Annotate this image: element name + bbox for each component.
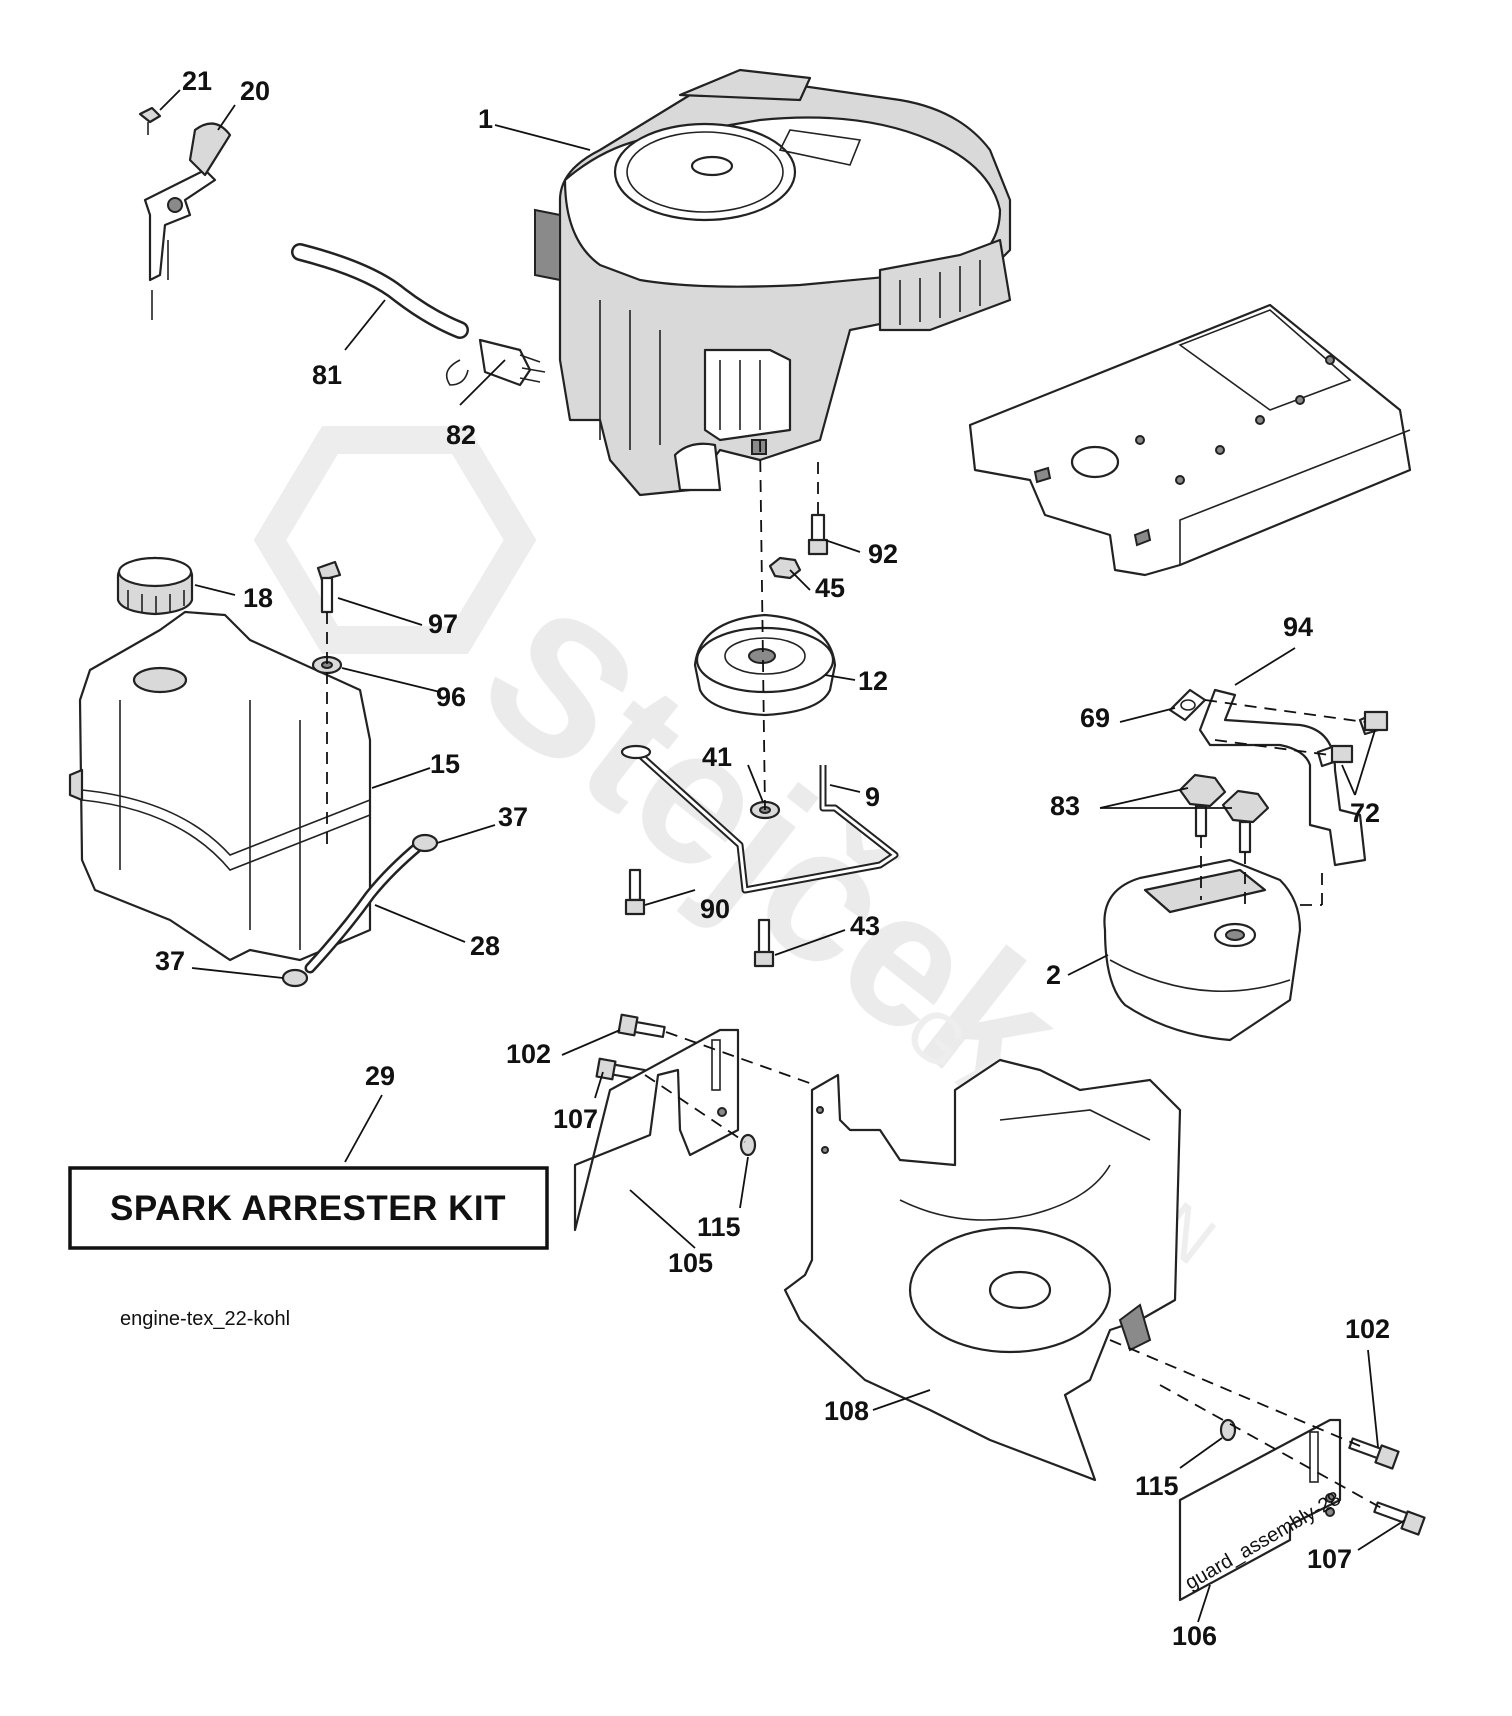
callout-28: 28	[470, 931, 500, 961]
fuel-cap-18[interactable]	[116, 556, 194, 616]
callout-102-left: 102	[506, 1039, 551, 1069]
callout-94: 94	[1283, 612, 1313, 642]
washer-115-right[interactable]	[1219, 1418, 1237, 1442]
callout-41: 41	[702, 742, 732, 772]
callout-106: 106	[1172, 1621, 1217, 1651]
callout-105: 105	[668, 1248, 713, 1278]
callout-97: 97	[428, 609, 458, 639]
callout-21: 21	[182, 66, 212, 96]
callout-12: 12	[858, 666, 888, 696]
callout-96: 96	[436, 682, 466, 712]
callout-107-left: 107	[553, 1104, 598, 1134]
gasket-69[interactable]	[1168, 688, 1207, 722]
spark-arrester-kit-label: SPARK ARRESTER KIT	[110, 1189, 506, 1228]
throttle-control-bracket[interactable]	[143, 122, 232, 320]
callout-9: 9	[865, 782, 880, 812]
screw-21[interactable]	[138, 106, 162, 135]
shield-105[interactable]	[573, 1028, 740, 1232]
callout-69: 69	[1080, 703, 1110, 733]
callout-37-top: 37	[498, 802, 528, 832]
callout-90: 90	[700, 894, 730, 924]
bolt-107-right[interactable]	[1373, 1501, 1426, 1536]
heat-shield-108[interactable]	[783, 1058, 1182, 1482]
bolt-92[interactable]	[807, 513, 829, 556]
fuel-fitting-82[interactable]	[445, 338, 546, 387]
bolt-43[interactable]	[753, 918, 775, 968]
fuel-hose-81[interactable]	[291, 243, 469, 339]
engine[interactable]	[534, 68, 1012, 497]
callout-15: 15	[430, 749, 460, 779]
callout-82: 82	[446, 420, 476, 450]
callout-115-left: 115	[697, 1212, 741, 1242]
callout-1: 1	[478, 104, 493, 134]
callout-108: 108	[824, 1396, 869, 1426]
callout-18: 18	[243, 583, 273, 613]
callout-83: 83	[1050, 791, 1080, 821]
screw-97[interactable]	[316, 560, 342, 614]
callout-labels: 1 20 21 81 82 92 45 12 41 9 90 43 18 97 …	[155, 66, 1390, 1651]
hose-clamp-37-bottom[interactable]	[281, 968, 309, 988]
callout-29: 29	[365, 1061, 395, 1091]
drawing-id: engine-tex_22-kohl	[120, 1308, 290, 1330]
assembly-lines	[326, 439, 1386, 1511]
callout-102-right: 102	[1345, 1314, 1390, 1344]
callout-45: 45	[815, 573, 845, 603]
bolt-90[interactable]	[624, 868, 646, 916]
callout-37-bottom: 37	[155, 946, 185, 976]
leader-lines	[159, 89, 1406, 1623]
bolt-107-left[interactable]	[595, 1057, 646, 1081]
callout-20: 20	[240, 76, 270, 106]
bolt-102-left[interactable]	[617, 1013, 666, 1038]
spark-arrester-kit-box[interactable]: SPARK ARRESTER KIT	[68, 1166, 549, 1250]
callout-107-right: 107	[1307, 1544, 1352, 1574]
belt-guide-9[interactable]	[620, 744, 899, 894]
bolt-72-upper[interactable]	[1358, 710, 1389, 736]
callout-43: 43	[850, 911, 880, 941]
muffler-screw-83-right[interactable]	[1221, 789, 1270, 854]
fuel-line-28[interactable]	[304, 839, 426, 974]
bolt-102-right[interactable]	[1348, 1437, 1400, 1470]
pulley-12[interactable]	[693, 613, 837, 717]
hose-clamp-37-top[interactable]	[411, 833, 439, 853]
frame-plate	[968, 303, 1412, 577]
callout-92: 92	[868, 539, 898, 569]
bolt-72-lower[interactable]	[1316, 744, 1354, 768]
fuel-tank-15[interactable]	[68, 610, 372, 962]
callout-115-right: 115	[1135, 1471, 1179, 1501]
callout-2: 2	[1046, 960, 1061, 990]
callout-81: 81	[312, 360, 342, 390]
exhaust-pipe-94[interactable]	[1198, 688, 1367, 867]
callout-72: 72	[1350, 798, 1380, 828]
watermark-logo-icon	[253, 426, 537, 654]
muffler-2[interactable]	[1103, 858, 1302, 1042]
muffler-screw-83-left[interactable]	[1178, 773, 1227, 838]
washer-115-left[interactable]	[739, 1133, 757, 1157]
